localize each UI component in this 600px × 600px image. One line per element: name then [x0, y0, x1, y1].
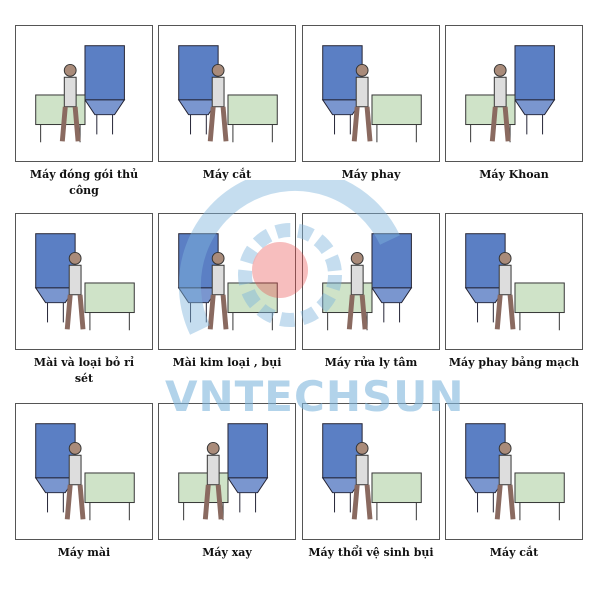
worker-icon: [351, 63, 373, 142]
machine-icon: [371, 472, 422, 521]
worker-icon: [494, 441, 516, 520]
machine-caption: Máy cắt: [489, 546, 539, 559]
machine-illustration: [302, 403, 440, 540]
machine-caption: Máy thổi vệ sinh bụi: [308, 546, 434, 559]
dust-collector-icon: [321, 45, 364, 135]
dust-collector-icon: [177, 233, 220, 323]
machine-caption: Máy Khoan: [479, 168, 549, 181]
worker-icon: [64, 251, 86, 330]
machine-icon: [514, 472, 565, 521]
worker-icon: [202, 441, 224, 520]
worker-icon: [59, 63, 81, 142]
dust-collector-icon: [34, 423, 77, 513]
worker-icon: [489, 63, 511, 142]
dust-collector-icon: [371, 233, 413, 323]
machine-illustration: [158, 403, 296, 540]
machine-icon: [227, 94, 278, 143]
machine-caption: Máy rửa ly tâm: [324, 356, 418, 369]
machine-illustration: [302, 213, 440, 350]
dust-collector-icon: [514, 45, 556, 135]
machine-caption: Máy mài: [57, 546, 111, 559]
machine-icon: [84, 472, 135, 521]
machine-caption: Mài và loại bỏ rỉ sét: [33, 356, 135, 385]
dust-collector-icon: [227, 423, 269, 513]
machine-caption: Máy đóng gói thủ công: [29, 168, 139, 197]
worker-icon: [494, 251, 516, 330]
machine-caption: Mài kim loại , bụi: [172, 356, 282, 369]
machine-illustration: [158, 25, 296, 162]
machine-caption: Máy phay bảng mạch: [448, 356, 580, 369]
machine-illustration: [445, 403, 583, 540]
dust-collector-icon: [464, 233, 507, 323]
dust-collector-icon: [34, 233, 77, 323]
worker-icon: [64, 441, 86, 520]
worker-icon: [207, 251, 229, 330]
worker-icon: [207, 63, 229, 142]
dust-collector-icon: [464, 423, 507, 513]
machine-illustration: [15, 403, 153, 540]
dust-collector-icon: [321, 423, 364, 513]
machine-caption: Máy cắt: [202, 168, 252, 181]
worker-icon: [346, 251, 368, 330]
machine-illustration: [445, 25, 583, 162]
worker-icon: [351, 441, 373, 520]
machine-icon: [371, 94, 422, 143]
machine-illustration: [15, 25, 153, 162]
machine-icon: [84, 282, 135, 331]
machine-caption: Máy phay: [341, 168, 401, 181]
machine-caption: Máy xay: [202, 546, 252, 559]
dust-collector-icon: [84, 45, 126, 135]
machine-icon: [514, 282, 565, 331]
machine-illustration: [158, 213, 296, 350]
dust-collector-icon: [177, 45, 220, 135]
machine-illustration: [445, 213, 583, 350]
machine-illustration: [15, 213, 153, 350]
machine-illustration: [302, 25, 440, 162]
machine-icon: [227, 282, 278, 331]
